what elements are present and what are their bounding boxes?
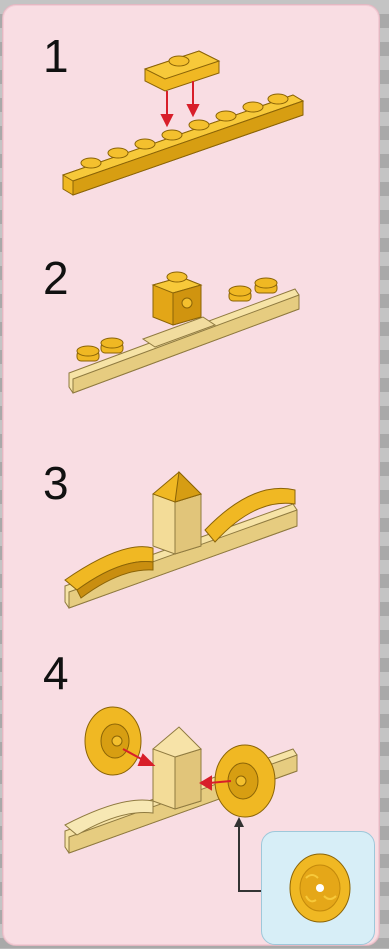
part-callout <box>261 831 375 945</box>
round-tile-icon <box>262 832 374 944</box>
callout-connector <box>239 821 261 891</box>
step-2-illustration <box>3 255 379 415</box>
step-number-4: 4 <box>43 650 69 696</box>
step-3-illustration <box>3 450 379 620</box>
instruction-panel: 1 2 <box>2 4 380 946</box>
step-1-illustration <box>3 35 379 205</box>
round-tile-icon <box>85 707 141 775</box>
